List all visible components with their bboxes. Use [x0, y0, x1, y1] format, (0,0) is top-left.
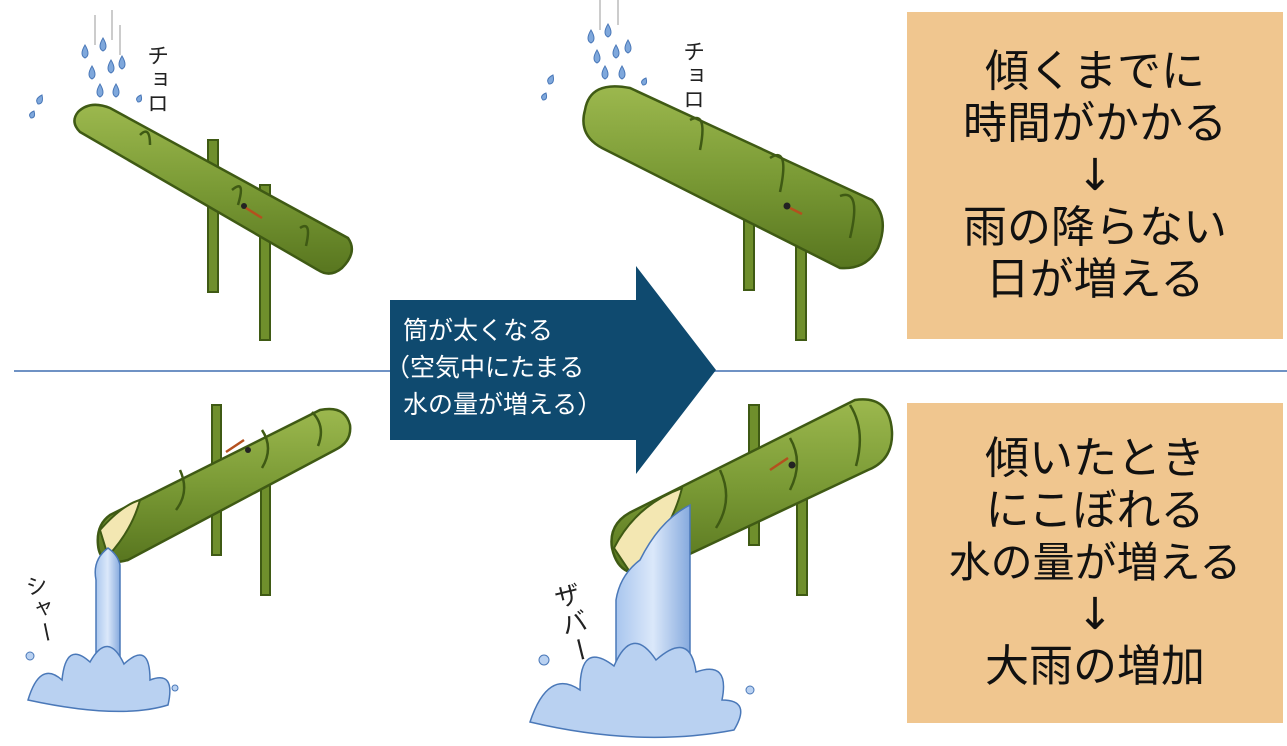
effect-line: 大雨の増加 [985, 641, 1205, 692]
effect-line: 雨の降らない [963, 201, 1227, 253]
arrow-caption-line: 筒が太くなる [403, 316, 554, 345]
effect-line: 時間がかかる [963, 97, 1227, 149]
raindrops-icon [29, 10, 143, 119]
support-post [259, 184, 271, 341]
water-stream [94, 547, 121, 661]
bamboo-thick-top [541, 0, 885, 341]
water-splash [529, 642, 742, 739]
raindrops-icon [541, 0, 648, 101]
effect-line: 傾くまでに [985, 45, 1205, 97]
arrow-caption-line: （空気中にたまる [385, 353, 585, 382]
bamboo-tube [73, 103, 354, 275]
effect-line: にこぼれる [985, 485, 1205, 536]
effect-box-bottom: 傾いたとき にこぼれる 水の量が増える ↓ 大雨の増加 [907, 403, 1283, 723]
sound-label-drip-large: チョロ [679, 40, 704, 112]
water-splash [27, 645, 171, 713]
arrow-caption: 筒が太くなる （空気中にたまる 水の量が増える） [385, 312, 655, 423]
bamboo-tube [96, 407, 352, 564]
effect-box-top: 傾くまでに 時間がかかる ↓ 雨の降らない 日が増える [907, 12, 1283, 339]
support-post [207, 139, 219, 293]
effect-line: 傾いたとき [985, 433, 1205, 484]
effect-line: 日が増える [985, 253, 1205, 305]
bamboo-tube [582, 85, 885, 270]
down-arrow-icon: ↓ [1076, 149, 1114, 201]
bamboo-thick-pouring [529, 398, 894, 739]
arrow-caption-line: 水の量が増える） [403, 390, 603, 419]
down-arrow-icon: ↓ [1076, 589, 1114, 640]
transition-arrow [390, 266, 716, 474]
effect-line: 水の量が増える [948, 538, 1242, 587]
sound-label-drip-small: チョロ [143, 44, 168, 116]
bamboo-thin-top [29, 10, 354, 341]
bamboo-thin-pouring [25, 404, 352, 713]
